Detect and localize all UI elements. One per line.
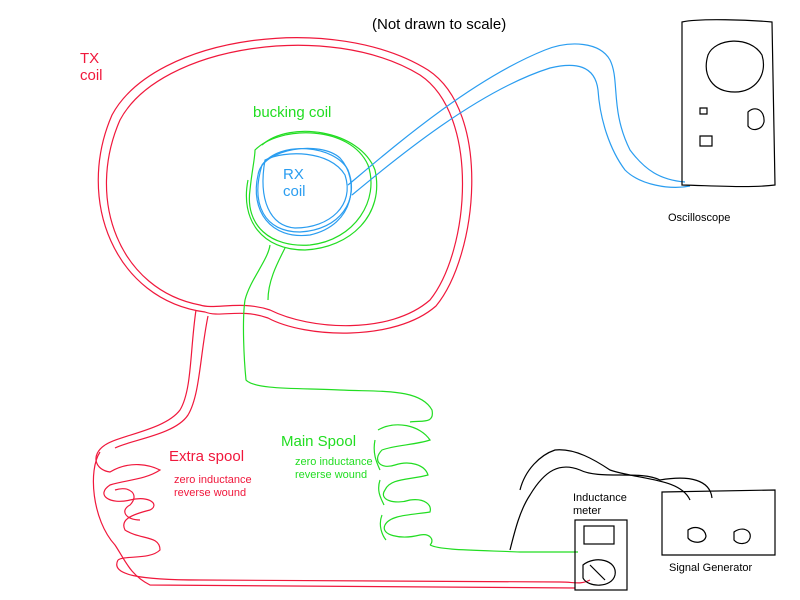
bucking-coil <box>242 130 433 423</box>
extra-spool-note-line1: zero inductance <box>174 474 252 486</box>
inductance-meter-label-line2: meter <box>573 504 602 517</box>
extra-spool-label: Extra spool <box>169 448 245 465</box>
inductance-meter-drawing <box>509 449 713 591</box>
inductance-meter-label-line1: Inductance <box>573 492 627 504</box>
bucking-coil-label: bucking coil <box>253 104 332 121</box>
main-spool-note: zero inductance reverse wound <box>295 456 373 481</box>
main-spool-label: Main Spool <box>281 433 357 450</box>
tx-coil <box>92 37 591 589</box>
oscilloscope-drawing <box>681 19 776 188</box>
main-spool-note-line1: zero inductance <box>295 456 373 468</box>
signal-generator-label: Signal Generator <box>669 562 753 574</box>
oscilloscope-label: Oscilloscope <box>668 212 731 224</box>
rx-coil-label: RX coil <box>283 166 306 201</box>
extra-spool-note: zero inductance reverse wound <box>174 474 252 499</box>
extra-spool-note-line2: reverse wound <box>174 486 247 499</box>
diagram-title: (Not drawn to scale) <box>372 16 507 33</box>
signal-generator-drawing <box>661 489 776 556</box>
tx-coil-label-line1: TX <box>80 50 100 67</box>
main-spool-note-line2: reverse wound <box>295 468 368 481</box>
tx-coil-label-line2: coil <box>80 67 103 85</box>
inductance-meter-label: Inductance meter <box>573 492 627 517</box>
tx-coil-label: TX coil <box>80 50 103 85</box>
rx-coil <box>255 43 691 237</box>
rx-coil-label-line1: RX <box>283 166 304 183</box>
main-spool <box>373 424 578 553</box>
rx-coil-label-line2: coil <box>283 183 306 201</box>
